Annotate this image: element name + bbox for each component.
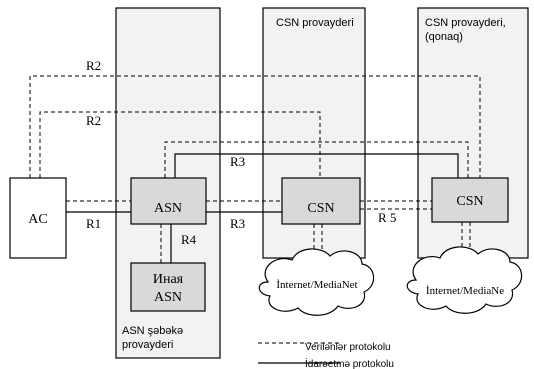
asn-label: ASN bbox=[154, 201, 182, 216]
r5-label: R 5 bbox=[378, 210, 396, 225]
r2-inner-label: R2 bbox=[86, 113, 101, 128]
csn-home-provider-label: CSN provayderi bbox=[276, 17, 354, 29]
home-cloud bbox=[258, 248, 375, 316]
r1-label: R1 bbox=[86, 216, 101, 231]
r3-upper-dashed-path bbox=[164, 141, 469, 178]
asn-provider-label-1: ASN şəbəkə bbox=[122, 325, 183, 337]
csn-guest-label: CSN bbox=[456, 194, 483, 209]
r3-lower-label: R3 bbox=[230, 216, 245, 231]
r2-outer-label: R2 bbox=[86, 58, 101, 73]
legend-control-label: İdarəetmə protokolu bbox=[305, 357, 394, 369]
asn-node bbox=[130, 177, 207, 225]
other-asn-label-2: ASN bbox=[154, 290, 182, 305]
csn-guest-provider-label-2: (qonaq) bbox=[425, 31, 463, 43]
csn-guest-node bbox=[431, 177, 509, 223]
csn-home-node bbox=[281, 177, 361, 225]
r2-inner-path bbox=[39, 111, 321, 178]
r4-label: R4 bbox=[181, 232, 197, 247]
csn-guest-provider-label-1: CSN provayderi, bbox=[425, 17, 506, 29]
other-asn-label-1: Иная bbox=[153, 272, 184, 287]
legend-data-label: Verilənlər protokolu bbox=[305, 342, 391, 353]
csn-home-label: CSN bbox=[307, 201, 334, 216]
r3-upper-solid-path bbox=[174, 153, 459, 178]
other-asn-node bbox=[130, 262, 206, 312]
r3-upper-label: R3 bbox=[230, 154, 245, 169]
asn-provider-label-2: provayderi bbox=[122, 339, 173, 351]
r2-outer-path bbox=[29, 75, 481, 178]
guest-cloud bbox=[406, 246, 523, 314]
ac-node bbox=[9, 177, 67, 259]
home-cloud-label: İnternet/MediaNet bbox=[276, 279, 357, 291]
ac-label: AC bbox=[28, 212, 47, 227]
guest-cloud-label: İnternet/MediaNe bbox=[426, 285, 504, 297]
